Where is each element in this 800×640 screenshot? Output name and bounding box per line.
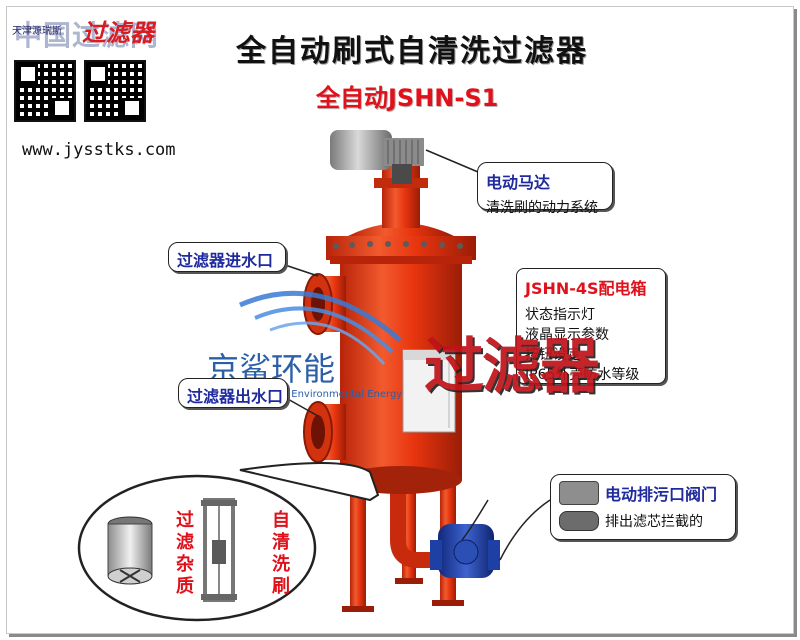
callout-connectors bbox=[281, 149, 551, 561]
control-box bbox=[402, 349, 456, 433]
valve-icon bbox=[559, 511, 599, 531]
qr-code-left bbox=[14, 60, 76, 122]
site-watermark: 中国过滤网 bbox=[14, 19, 160, 52]
callout-motor-title: 电动马达 bbox=[486, 173, 551, 192]
detail-bubble bbox=[77, 462, 380, 622]
callout-motor-desc: 清洗刷的动力系统 bbox=[486, 200, 598, 216]
brand-swoosh bbox=[238, 290, 402, 366]
label-self-cleaning-brush: 自 清 洗 刷 bbox=[272, 510, 290, 597]
label-filter-impurities: 过 滤 杂 质 bbox=[176, 510, 194, 597]
website-url[interactable]: www.jysstks.com bbox=[22, 140, 176, 160]
actuator-icon bbox=[559, 481, 599, 505]
callout-motor: 电动马达 清洗刷的动力系统 bbox=[477, 162, 613, 216]
page-title: 全自动刷式自清洗过滤器 bbox=[236, 34, 588, 69]
control-feature-item: 状态指示灯 bbox=[525, 307, 595, 323]
callout-inlet: 过滤器进水口 bbox=[168, 242, 286, 272]
control-feature-item: IP65外壳防水等级 bbox=[525, 367, 640, 383]
brand-logo: 天津源瑞斯 过滤器 bbox=[12, 10, 197, 47]
brand-english: Jingsha Environmental Energy bbox=[252, 389, 403, 400]
callout-outlet-title: 过滤器出水口 bbox=[187, 387, 284, 406]
filter-vessel bbox=[303, 158, 476, 494]
callout-outlet: 过滤器出水口 bbox=[178, 378, 288, 408]
qr-code-right bbox=[84, 60, 146, 122]
callout-control-title: JSHN-4S配电箱 bbox=[525, 279, 647, 298]
control-feature-item: 液晶显示参数 bbox=[525, 327, 609, 343]
callout-valve: 电动排污口阀门 排出滤芯拦截的 bbox=[550, 474, 736, 540]
model-subtitle: 全自动JSHN-S1 bbox=[316, 84, 499, 112]
logo-red-text: 过滤器 bbox=[82, 19, 154, 47]
logo-small-text: 天津源瑞斯 bbox=[12, 26, 62, 37]
callout-valve-desc: 排出滤芯拦截的 bbox=[605, 514, 703, 530]
callout-control-box: JSHN-4S配电箱 状态指示灯 液晶显示参数 按钮设定 IP65外壳防水等级 bbox=[516, 268, 666, 384]
product-watermark: 过滤器 bbox=[424, 332, 600, 402]
control-feature-item: 按钮设定 bbox=[525, 347, 581, 363]
callout-inlet-title: 过滤器进水口 bbox=[177, 251, 274, 270]
electric-motor bbox=[330, 130, 424, 184]
control-feature-list: 状态指示灯 液晶显示参数 按钮设定 IP65外壳防水等级 bbox=[525, 305, 657, 385]
callout-valve-title: 电动排污口阀门 bbox=[605, 485, 718, 504]
drain-valve bbox=[430, 524, 500, 578]
